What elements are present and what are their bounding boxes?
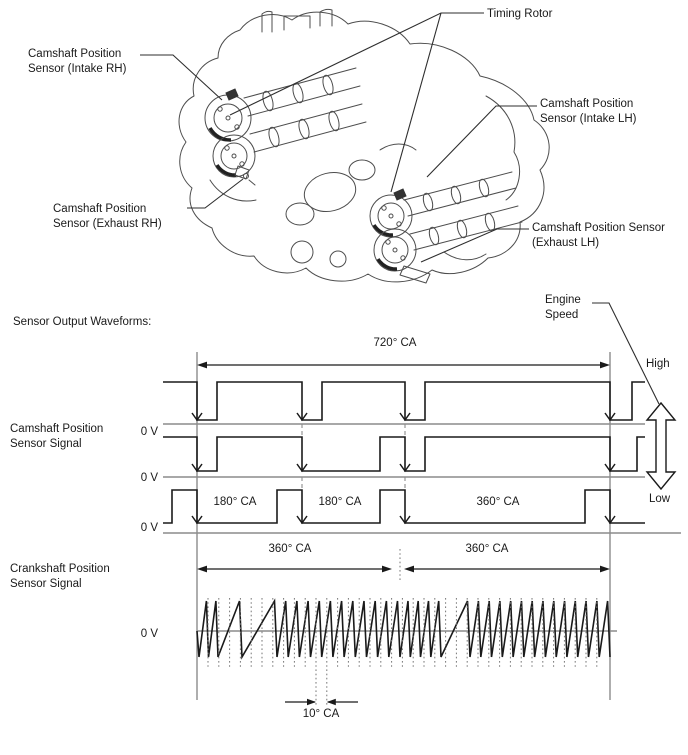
label-exhaust-rh-line2: Sensor (Exhaust RH) [53, 218, 162, 230]
dimension-annotations: 720° CA 180° CA 180° CA 360° CA 360° CA … [197, 337, 610, 720]
label-crankshaft-signal-line2: Sensor Signal [10, 578, 82, 590]
label-high: High [646, 358, 670, 370]
zero-volt-label-1: 0 V [141, 426, 159, 438]
engine-speed-indicator: High Low [645, 358, 677, 505]
lh-cam-tube-2 [409, 205, 523, 251]
camshaft-signal-1-drop-arrow [191, 412, 203, 422]
label-camshaft-signal-line1: Camshaft Position [10, 423, 103, 435]
label-low: Low [649, 493, 671, 505]
section-title: Sensor Output Waveforms: [13, 316, 151, 328]
engine-illustration [178, 8, 550, 284]
leader-lines [140, 12, 660, 405]
top-bracket [261, 8, 333, 33]
zero-volt-label-2: 0 V [141, 472, 159, 484]
camshaft-signal-2-waveform [163, 436, 645, 472]
rh-cam-tube-2 [249, 103, 367, 153]
dim-360ca-label-right: 360° CA [466, 543, 509, 555]
label-engine-speed-line2: Speed [545, 309, 578, 321]
label-intake-lh-line1: Camshaft Position [540, 98, 633, 110]
camshaft-signal-1-waveform [163, 381, 645, 421]
label-timing-rotor: Timing Rotor [487, 8, 553, 20]
generated-signal-traces [163, 381, 645, 706]
sensor-disc-exhaust-lh [373, 228, 417, 272]
dim-720ca-label: 720° CA [374, 337, 417, 349]
camshaft-signal-2-drop-arrow [296, 463, 308, 473]
camshaft-signal-3-drop-arrow [399, 515, 411, 525]
dim-180ca-label-2: 180° CA [319, 496, 362, 508]
zero-volt-label-3: 0 V [141, 522, 159, 534]
lh-cam-tube-1 [403, 171, 517, 217]
crankshaft-signal-waveform [196, 598, 611, 660]
leader-timing-rotor [229, 12, 484, 193]
label-camshaft-signal-line2: Sensor Signal [10, 438, 82, 450]
camshaft-signal-1-drop-arrow [399, 412, 411, 422]
label-engine-speed-line1: Engine [545, 294, 581, 306]
timing-rotor-tab-lh [393, 188, 407, 201]
timing-rotor-tab-rh [225, 88, 239, 101]
dim-10ca-label: 10° CA [303, 708, 340, 720]
label-intake-rh-line2: Sensor (Intake RH) [28, 63, 127, 75]
leader-engine-speed [592, 302, 660, 405]
zero-volt-label-4: 0 V [141, 628, 159, 640]
camshaft-signal-3-drop-arrow [604, 515, 616, 525]
label-exhaust-lh-line1: Camshaft Position Sensor [532, 222, 665, 234]
arrowhead-left [404, 565, 414, 573]
arrowhead-right [307, 698, 316, 706]
label-crankshaft-signal-line1: Crankshaft Position [10, 563, 110, 575]
camshaft-signal-2-drop-arrow [191, 463, 203, 473]
leader-intake-rh [140, 54, 223, 101]
label-intake-rh-line1: Camshaft Position [28, 48, 121, 60]
exhaust-rh-sensor-body [234, 165, 256, 186]
sensor-disc-intake-lh [369, 188, 413, 238]
dim-360ca-label-inside: 360° CA [477, 496, 520, 508]
engine-outline [178, 11, 550, 283]
label-exhaust-rh-line1: Camshaft Position [53, 203, 146, 215]
dim-360ca-label-left: 360° CA [269, 543, 312, 555]
arrowhead-right [382, 565, 392, 573]
camshaft-signal-1-drop-arrow [604, 412, 616, 422]
label-intake-lh-line2: Sensor (Intake LH) [540, 113, 637, 125]
leader-intake-lh [426, 105, 537, 178]
camshaft-signal-1-drop-arrow [296, 412, 308, 422]
camshaft-signal-3-waveform [163, 489, 645, 524]
arrowhead-right [600, 361, 610, 369]
rh-cam-tube-1 [243, 67, 361, 117]
camshaft-signal-2-drop-arrow [399, 463, 411, 473]
label-exhaust-lh-line2: (Exhaust LH) [532, 237, 599, 249]
arrowhead-left [326, 698, 336, 706]
arrowhead-left [197, 361, 207, 369]
sensor-disc-intake-rh [204, 88, 252, 142]
leader-exhaust-rh [187, 178, 244, 209]
arrowhead-left [197, 565, 207, 573]
camshaft-signal-3-drop-arrow [191, 515, 203, 525]
engine-speed-double-arrow [645, 401, 677, 491]
callout-labels: Camshaft Position Sensor (Intake RH) Tim… [28, 8, 665, 321]
arrowhead-right [600, 565, 610, 573]
camshaft-signal-3-drop-arrow [296, 515, 308, 525]
camshaft-signal-2-drop-arrow [604, 463, 616, 473]
leader-exhaust-lh [420, 228, 529, 263]
dim-180ca-label-1: 180° CA [214, 496, 257, 508]
signal-row-labels: Camshaft Position Sensor Signal Cranksha… [10, 423, 158, 640]
engine-detail-curves [209, 95, 521, 284]
